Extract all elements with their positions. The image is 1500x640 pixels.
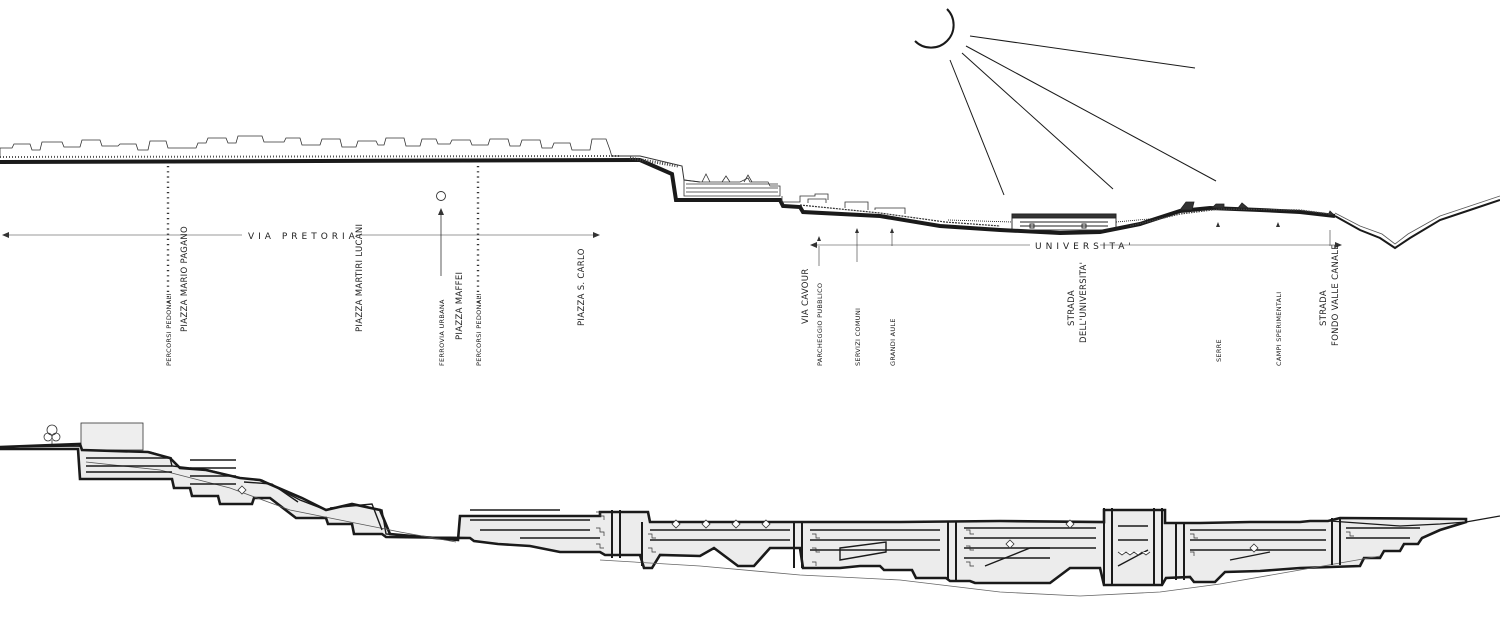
valley-line [1334, 199, 1500, 250]
city-skyline [0, 135, 613, 158]
label-campi-sperimentali: CAMPI SPERIMENTALI [1275, 291, 1283, 366]
label-strada-universita-2: DELL'UNIVERSITA' [1079, 262, 1089, 343]
label-piazza-mario-pagano: PIAZZA MARIO PAGANO [180, 226, 190, 332]
sun-icon [914, 8, 1217, 196]
section-body [0, 442, 1468, 587]
label-piazza-s-carlo: PIAZZA S. CARLO [577, 248, 587, 326]
label-via-cavour: VIA CAVOUR [801, 268, 811, 324]
upper-section-profile [0, 135, 1500, 250]
label-percorsi-pedonali-2: PERCORSI PEDONALI [475, 293, 483, 366]
label-parcheggio-pubblico: PARCHEGGIO PUBBLICO [816, 283, 824, 366]
label-serre: SERRE [1215, 339, 1223, 362]
label-via-pretoria: VIA PRETORIA [248, 232, 359, 242]
label-strada-universita-1: STRADA [1067, 290, 1077, 326]
lower-section-profile [0, 422, 1500, 597]
label-strada-fondo-1: STRADA [1319, 290, 1329, 326]
label-grandi-aule: GRANDI AULE [889, 318, 897, 366]
label-percorsi-pedonali-1: PERCORSI PEDONALI [165, 293, 173, 366]
section-labels: VIA PRETORIA UNIVERSITA' PERCORSI PEDONA… [165, 224, 1341, 366]
label-strada-fondo-2: FONDO VALLE CANALE [1331, 244, 1341, 346]
label-piazza-martiri-lucani: PIAZZA MARTIRI LUCANI [355, 224, 365, 332]
upper-block [80, 422, 144, 451]
ground-line-upper [0, 157, 1336, 236]
label-piazza-maffei: PIAZZA MAFFEI [455, 272, 465, 340]
label-universita: UNIVERSITA' [1035, 242, 1135, 252]
label-ferrovia-urbana: FERROVIA URBANA [438, 299, 446, 366]
label-servizi-comuni: SERVIZI COMUNI [854, 308, 862, 366]
annotation-lines [2, 166, 1342, 306]
